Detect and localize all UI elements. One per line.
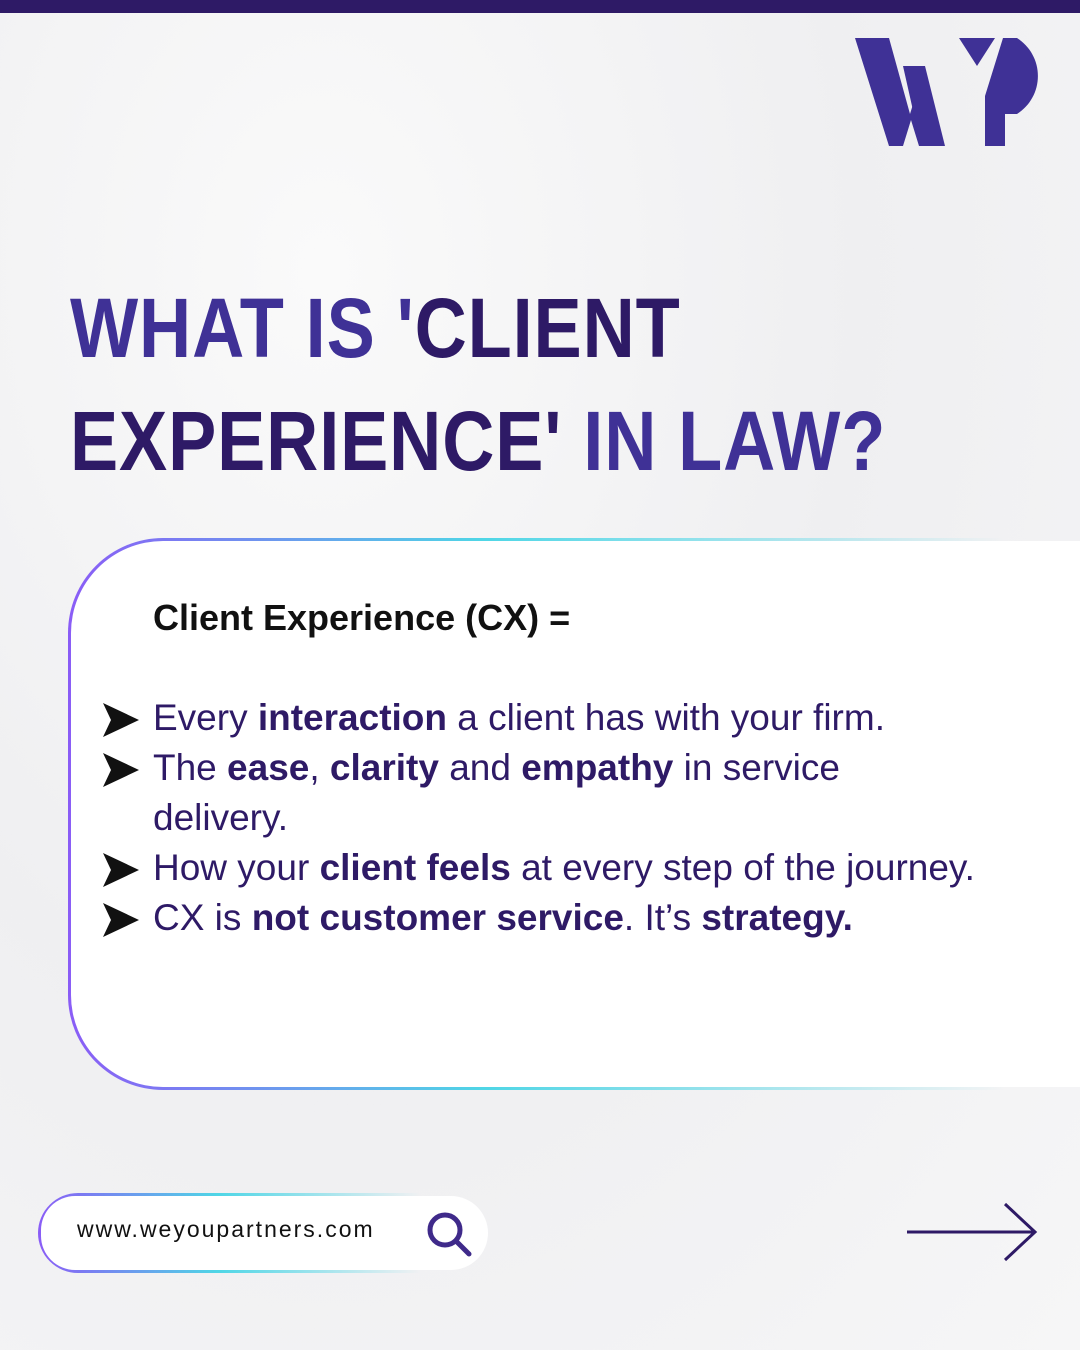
bullet-text: , (309, 747, 330, 788)
arrow-right-icon[interactable] (905, 1200, 1040, 1264)
bullet-emphasis: empathy (521, 747, 674, 788)
card-heading: Client Experience (CX) = (153, 597, 571, 638)
wyp-logo (855, 38, 1038, 146)
arrowhead-bullet-icon (103, 753, 139, 787)
title-line-2: EXPERIENCE' IN LAW? (70, 394, 887, 488)
title-line-1: WHAT IS 'CLIENT (70, 281, 681, 375)
website-search-bar[interactable]: www.weyoupartners.com (38, 1193, 488, 1273)
bullet-text: a client has with your firm. (447, 697, 885, 738)
bullet-text: in service delivery. (153, 747, 840, 838)
bullet-emphasis: interaction (257, 697, 447, 738)
bullet-text: How your (153, 847, 320, 888)
definition-card: Client Experience (CX) = Every interacti… (68, 538, 1080, 1090)
bullet-emphasis: client feels (319, 847, 511, 888)
top-bar (0, 0, 1080, 13)
bullet-text: and (438, 747, 522, 788)
bullet-item: CX is not customer service. It’s strateg… (103, 893, 983, 943)
bullet-text: CX is (153, 897, 252, 938)
bullet-item: How your client feels at every step of t… (103, 843, 983, 893)
page-title: WHAT IS 'CLIENT EXPERIENCE' IN LAW? (70, 272, 886, 498)
bullet-text: The (153, 747, 228, 788)
bullet-emphasis: not customer service (251, 897, 624, 938)
bullet-text: Every (153, 697, 258, 738)
arrowhead-bullet-icon (103, 903, 139, 937)
website-url[interactable]: www.weyoupartners.com (77, 1216, 375, 1242)
bullet-text: at every step of the journey. (510, 847, 975, 888)
bullet-text: . It’s (623, 897, 702, 938)
bullet-emphasis: clarity (329, 747, 439, 788)
arrowhead-bullet-icon (103, 703, 139, 737)
bullet-item: The ease, clarity and empathy in service… (103, 743, 983, 843)
search-icon[interactable] (425, 1210, 475, 1260)
bullet-list: Every interaction a client has with your… (103, 693, 983, 943)
bullet-emphasis: ease (227, 747, 310, 788)
bullet-item: Every interaction a client has with your… (103, 693, 983, 743)
arrowhead-bullet-icon (103, 853, 139, 887)
bullet-emphasis: strategy. (701, 897, 853, 938)
